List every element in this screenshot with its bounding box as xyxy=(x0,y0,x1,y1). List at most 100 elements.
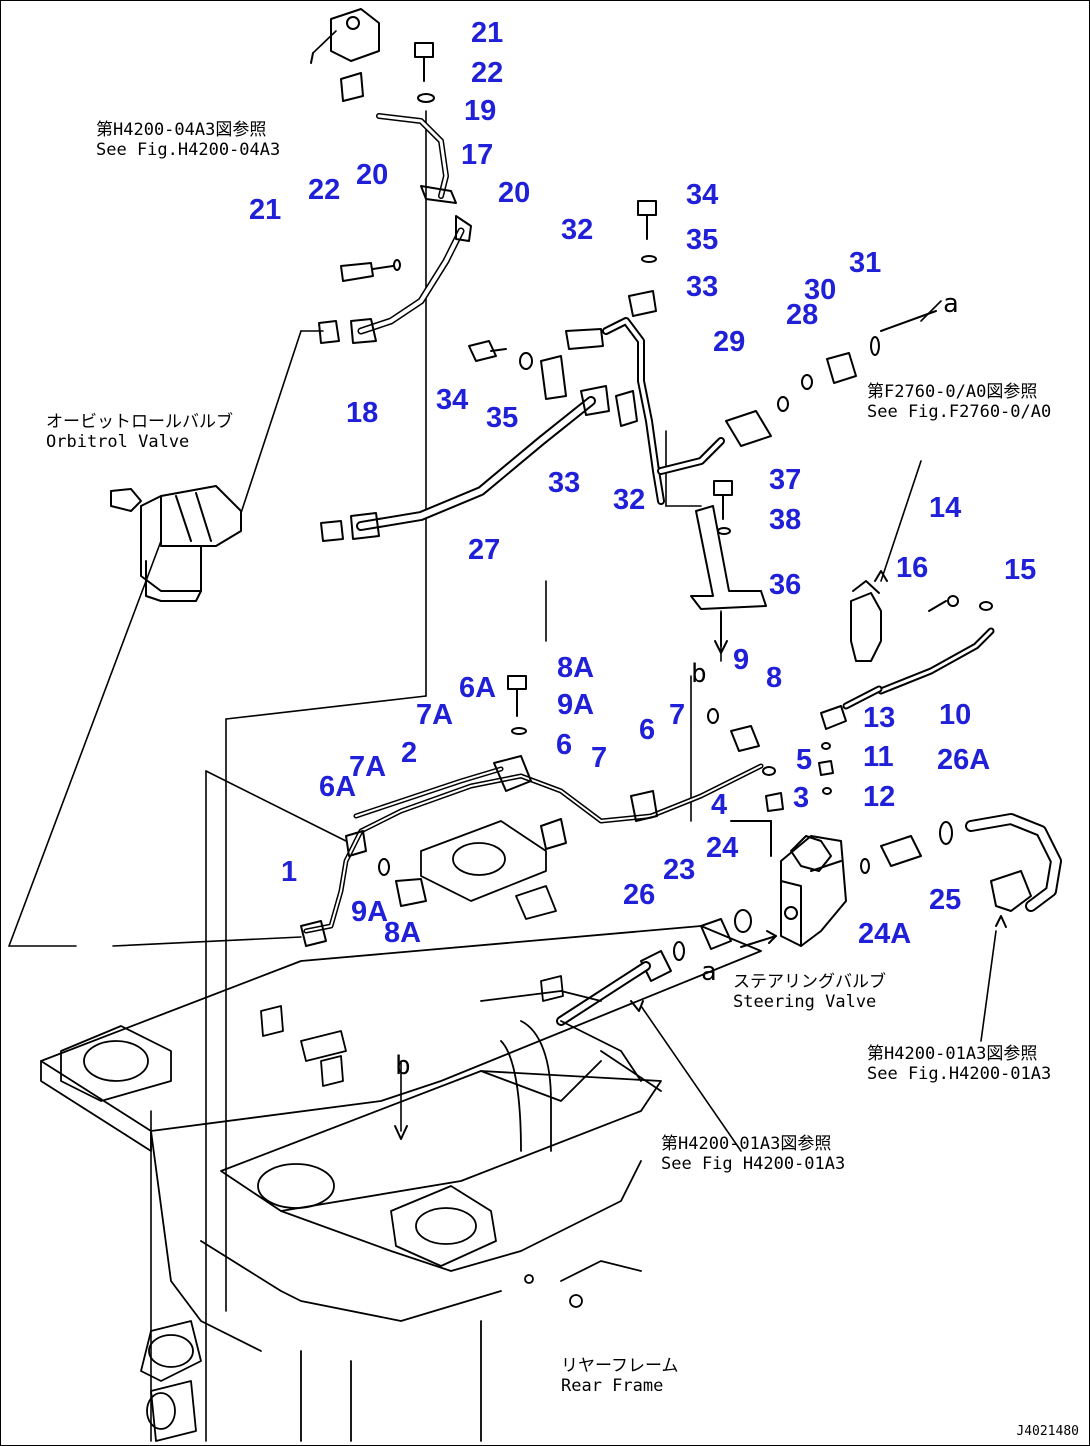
part-number-label: 4 xyxy=(711,789,728,821)
note-ref-04a3-en: See Fig.H4200-04A3 xyxy=(96,139,281,160)
fittings-28-31 xyxy=(725,310,937,447)
small-fittings xyxy=(707,708,834,812)
bracket-36-drawing xyxy=(690,480,767,654)
note-ref-04a3: 第H4200-04A3図参照 See Fig.H4200-04A3 xyxy=(96,120,281,160)
hose-10-assembly xyxy=(820,580,995,730)
part-number-label: 7A xyxy=(416,699,454,731)
part-number-label: 26A xyxy=(937,744,991,776)
part-number-label: 9A xyxy=(557,689,595,721)
part-number-label: 20 xyxy=(356,159,389,191)
part-number-label: 24 xyxy=(706,832,739,864)
hose-27-drawing xyxy=(320,385,610,542)
part-number-label: 5 xyxy=(796,744,813,776)
part-number-label: 1 xyxy=(281,856,298,888)
part-number-label: 12 xyxy=(863,781,896,813)
part-number-label: 21 xyxy=(471,17,504,49)
part-number-label: 15 xyxy=(1004,554,1037,586)
part-number-label: 14 xyxy=(929,492,962,524)
part-number-label: 8 xyxy=(766,662,783,694)
note-ref-f2760-jp: 第F2760-0/A0図参照 xyxy=(867,382,1038,402)
note-orbitrol-jp: オービットロールバルブ xyxy=(46,412,233,432)
part-number-label: 36 xyxy=(769,569,802,601)
part-number-label: 11 xyxy=(863,741,894,773)
note-orbitrol-valve: オービットロールバルブ Orbitrol Valve xyxy=(46,412,233,452)
part-number-label: 33 xyxy=(548,467,581,499)
part-number-label: 13 xyxy=(863,702,896,734)
upper-hose-assembly xyxy=(318,8,472,344)
part-number-label: 17 xyxy=(461,139,494,171)
part-number-label: 33 xyxy=(686,271,719,303)
part-number-label: 24A xyxy=(858,918,912,950)
part-number-label: 35 xyxy=(486,402,519,434)
reference-lines xyxy=(8,30,997,1442)
part-number-label: 7 xyxy=(591,742,608,774)
drawing-number: J4021480 xyxy=(1016,1424,1079,1439)
note-orbitrol-en: Orbitrol Valve xyxy=(46,431,190,452)
part-number-label: 25 xyxy=(929,884,962,916)
part-number-label: 35 xyxy=(686,224,719,256)
part-number-label: 19 xyxy=(464,95,497,127)
part-number-label: 34 xyxy=(686,179,719,211)
part-number-label: 6A xyxy=(459,672,497,704)
part-number-label: 7A xyxy=(349,751,387,783)
part-number-label: 9 xyxy=(733,644,750,676)
part-number-label: 22 xyxy=(471,57,504,89)
clamp-group-32-33 xyxy=(468,200,725,505)
part-number-label: 10 xyxy=(939,699,972,731)
rear-frame-drawing xyxy=(40,820,762,1442)
part-number-label: 18 xyxy=(346,397,379,429)
note-rear-frame-jp: リヤーフレーム xyxy=(561,1356,679,1376)
part-number-label: 7 xyxy=(669,699,686,731)
part-number-label: 27 xyxy=(468,534,501,566)
note-ref-01a3-mid: 第H4200-01A3図参照 See Fig H4200-01A3 xyxy=(661,1134,846,1174)
part-number-label: 32 xyxy=(561,214,594,246)
note-steering-jp: ステアリングバルブ xyxy=(733,972,886,992)
note-ref-01a3-mid-jp: 第H4200-01A3図参照 xyxy=(661,1134,832,1154)
orbitrol-valve-drawing xyxy=(110,485,242,602)
note-arrows xyxy=(310,52,1007,1012)
ref-b-arrow xyxy=(394,1125,408,1140)
part-number-label: 22 xyxy=(308,174,341,206)
part-number-label: 38 xyxy=(769,504,802,536)
part-number-label: 26 xyxy=(623,879,656,911)
part-number-label: 6 xyxy=(639,714,656,746)
note-ref-01a3-mid-en: See Fig H4200-01A3 xyxy=(661,1153,846,1174)
part-number-label: 34 xyxy=(436,384,469,416)
part-number-label: 23 xyxy=(663,854,696,886)
part-number-label: 8A xyxy=(384,917,422,949)
note-steering-valve: ステアリングバルブ Steering Valve xyxy=(733,972,886,1012)
ref-letter-b-bottom: b xyxy=(395,1051,411,1081)
steering-valve-drawing xyxy=(730,820,847,947)
part-number-label: 6 xyxy=(556,729,573,761)
part-number-label: 28 xyxy=(786,299,819,331)
part-number-label: 37 xyxy=(769,464,802,496)
part-number-label: 16 xyxy=(896,552,929,584)
part-number-label: 3 xyxy=(793,782,810,814)
ref-letter-a-bottom: a xyxy=(701,957,717,987)
part-number-label: 30 xyxy=(804,274,837,306)
part-number-label: 6A xyxy=(319,771,357,803)
part-number-label: 20 xyxy=(498,177,531,209)
steering-tubes-1-2 xyxy=(300,675,764,947)
note-ref-01a3-right-jp: 第H4200-01A3図参照 xyxy=(867,1044,1038,1064)
note-ref-04a3-jp: 第H4200-04A3図参照 xyxy=(96,120,267,140)
part-number-label: 9A xyxy=(351,896,389,928)
ref-letter-a-top: a xyxy=(943,289,959,319)
note-rear-frame: リヤーフレーム Rear Frame xyxy=(561,1356,679,1396)
part-number-label: 21 xyxy=(249,194,282,226)
note-ref-01a3-right: 第H4200-01A3図参照 See Fig.H4200-01A3 xyxy=(867,1044,1052,1084)
note-steering-en: Steering Valve xyxy=(733,991,877,1012)
part-number-label: 32 xyxy=(613,484,646,516)
part-number-label: 2 xyxy=(401,737,418,769)
ref-letter-b-top: b xyxy=(691,659,707,689)
note-ref-f2760: 第F2760-0/A0図参照 See Fig.F2760-0/A0 xyxy=(867,382,1052,422)
note-rear-frame-en: Rear Frame xyxy=(561,1375,664,1396)
part-number-label: 29 xyxy=(713,326,746,358)
fittings-23-26 xyxy=(556,813,1062,1026)
note-ref-f2760-en: See Fig.F2760-0/A0 xyxy=(867,401,1052,422)
part-number-label: 8A xyxy=(557,652,595,684)
note-ref-01a3-right-en: See Fig.H4200-01A3 xyxy=(867,1063,1052,1084)
part-number-label: 31 xyxy=(849,247,882,279)
